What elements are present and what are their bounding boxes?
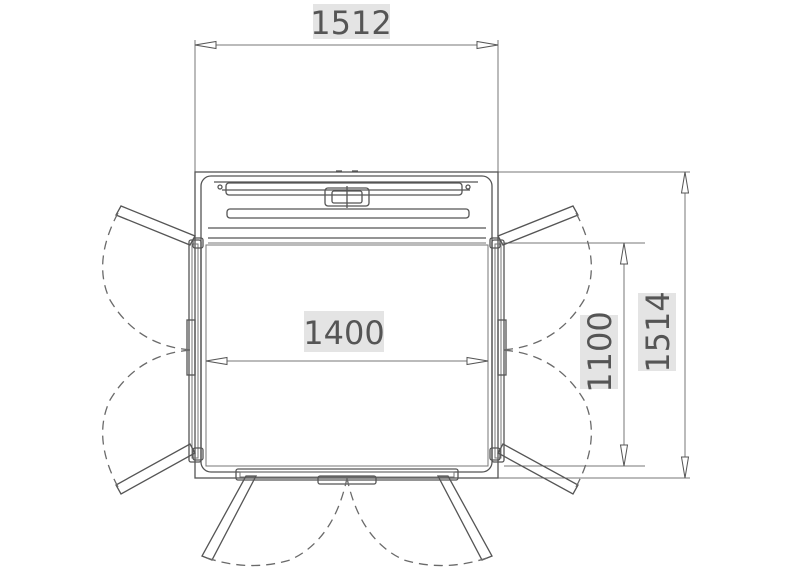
right-center-hinge [497,319,507,376]
left-upper-door-leaf [115,205,196,246]
bottom-center-hinge [317,475,377,485]
right-lower-door-leaf [497,443,579,495]
rail-end-right [465,184,471,190]
corner-post-top-right [489,237,501,249]
overall-width-dimension: 1512 [194,4,499,172]
label-background [304,311,384,352]
right-lower-door-swing [500,349,593,488]
bottom-door-assembly [201,468,493,567]
inner-width-dimension: 1400 [205,311,489,366]
rail-end-left [217,184,223,190]
left-door-assembly [101,205,202,495]
label-background [638,293,676,371]
bottom-left-door-swing [206,477,348,567]
right-door-frame [491,239,505,463]
arrowhead-bottom [680,456,690,479]
inner-depth-label: 1100 [581,311,619,392]
inner-width-label: 1400 [303,314,384,352]
right-door-frame-inner [494,243,502,459]
lower-rail [226,208,470,219]
inner-depth-dimension: 1100 [504,242,645,467]
arrowhead-right [476,40,499,50]
arrowhead-top [680,171,690,194]
corner-post-bottom-right [489,447,501,461]
bottom-door-frame-inner [239,471,455,478]
left-lower-door-swing [101,349,194,488]
corner-details [192,237,501,461]
bottom-right-door-swing [346,477,488,567]
arrowhead-bottom [619,444,629,467]
arrowhead-left [205,356,228,366]
overall-depth-dimension: 1514 [498,171,690,479]
left-door-frame [188,239,202,463]
right-door-assembly [491,205,593,495]
top-rail-mechanism [214,170,478,219]
left-center-hinge [186,319,196,376]
arrowhead-left [194,40,217,50]
label-background [580,315,618,389]
label-background [313,4,390,39]
corner-post-top-left [192,237,204,249]
left-upper-door-swing [101,212,194,351]
floor-area [205,244,489,467]
corner-post-bottom-left [192,447,204,461]
arrowhead-top [619,242,629,265]
right-upper-door-swing [500,212,593,351]
left-door-frame-inner [191,243,199,459]
overall-width-label: 1512 [310,4,391,42]
right-upper-door-leaf [497,205,579,246]
bottom-right-door-leaf [436,475,493,561]
left-lower-door-leaf [115,443,196,495]
overall-depth-label: 1514 [639,291,677,372]
bottom-left-door-leaf [201,475,258,561]
rail-housing [225,182,463,196]
arrowhead-right [466,356,489,366]
